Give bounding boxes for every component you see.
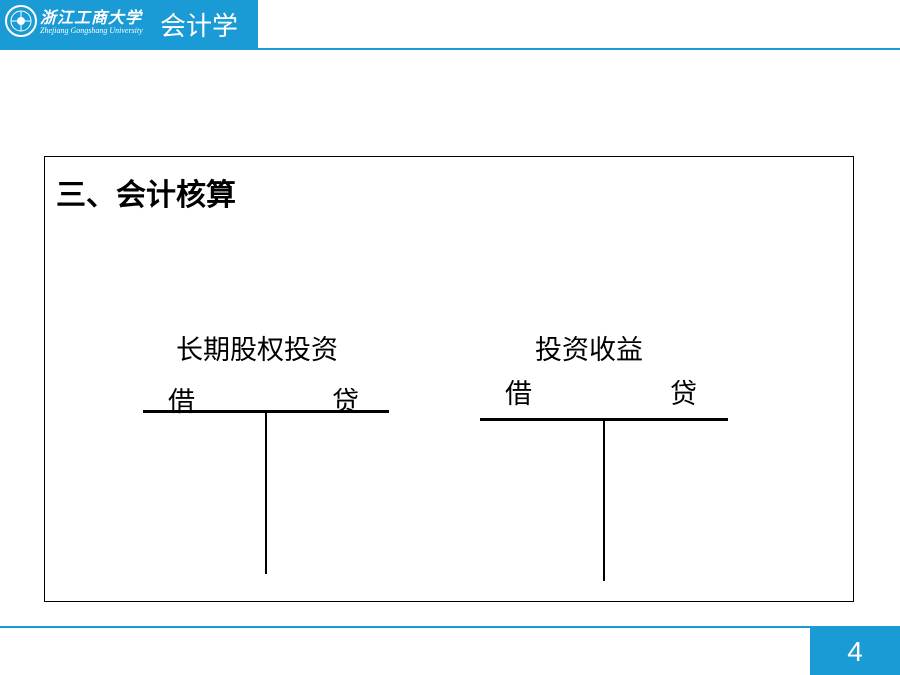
page-number: 4 xyxy=(810,628,900,675)
university-name-cn: 浙江工商大学 xyxy=(40,8,143,27)
footer-divider xyxy=(0,626,900,628)
t-account-vertical-line xyxy=(603,420,605,581)
t-account-credit-label: 贷 xyxy=(332,387,359,418)
t-account-horizontal-line xyxy=(480,418,728,421)
header-banner: 浙江工商大学 Zhejiang Gongshang University 会计学 xyxy=(0,0,258,48)
t-account-horizontal-line xyxy=(143,410,389,413)
course-title: 会计学 xyxy=(160,12,239,42)
header-divider xyxy=(0,48,900,50)
section-title: 三、会计核算 xyxy=(56,178,236,213)
t-account-debit-label: 借 xyxy=(505,379,532,410)
university-name-en: Zhejiang Gongshang University xyxy=(40,26,143,35)
t-account-title-investment-income: 投资收益 xyxy=(535,335,643,366)
t-account-credit-label: 贷 xyxy=(670,379,697,410)
content-panel xyxy=(44,156,854,602)
t-account-debit-label: 借 xyxy=(168,387,195,418)
university-seal-icon xyxy=(5,5,37,37)
t-account-title-long-term-equity-investment: 长期股权投资 xyxy=(176,335,338,366)
t-account-vertical-line xyxy=(265,412,267,574)
